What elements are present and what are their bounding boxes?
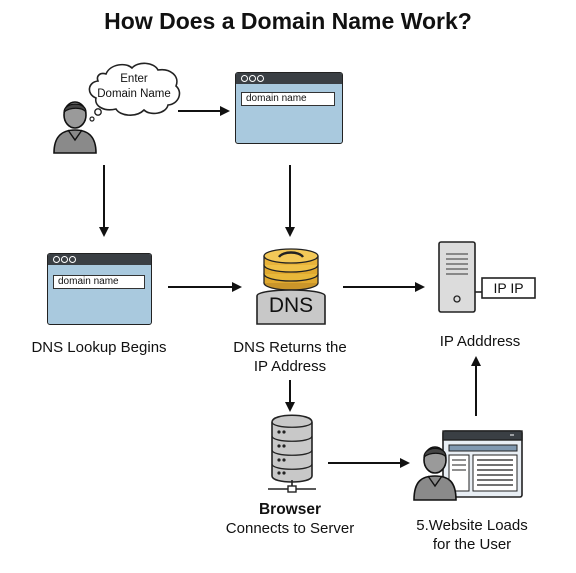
thought-bubble-text-line2: Domain Name [97, 88, 171, 100]
website-user-icon [413, 430, 523, 501]
step-label-returns-line2: IP Address [253, 358, 327, 375]
browser-window-top: domain name [235, 72, 343, 144]
dns-server-icon [256, 248, 326, 325]
server-tower-icon [438, 241, 536, 313]
step-label-connect-bold: Browser [258, 501, 322, 518]
window-dot-icon [69, 256, 76, 263]
window-dot-icon [257, 75, 264, 82]
step-label-returns-line1: DNS Returns the [233, 339, 347, 356]
address-field: domain name [241, 92, 335, 106]
step-label-lookup: DNS Lookup Begins [31, 339, 167, 356]
dns-badge: DNS [268, 294, 314, 317]
title-bar [236, 73, 342, 84]
window-dot-icon [53, 256, 60, 263]
window-dot-icon [249, 75, 256, 82]
step-label-loads-line1: 5.Website Loads [416, 517, 528, 534]
title-bar [48, 254, 151, 265]
window-dot-icon [61, 256, 68, 263]
window-dot-icon [241, 75, 248, 82]
browser-window-left: domain name [47, 253, 152, 325]
address-field: domain name [53, 275, 145, 289]
user-icon [53, 101, 97, 154]
thought-bubble-text-line1: Enter [120, 73, 148, 85]
thought-bubble [88, 62, 181, 122]
page-title: How Does a Domain Name Work? [104, 8, 472, 34]
step-label-connect-line2: Connects to Server [225, 520, 355, 537]
step-label-ip: IP Adddress [439, 333, 521, 350]
step-label-loads-line2: for the User [432, 536, 512, 553]
ip-tag: IP IP [493, 280, 524, 296]
database-icon [268, 414, 316, 493]
